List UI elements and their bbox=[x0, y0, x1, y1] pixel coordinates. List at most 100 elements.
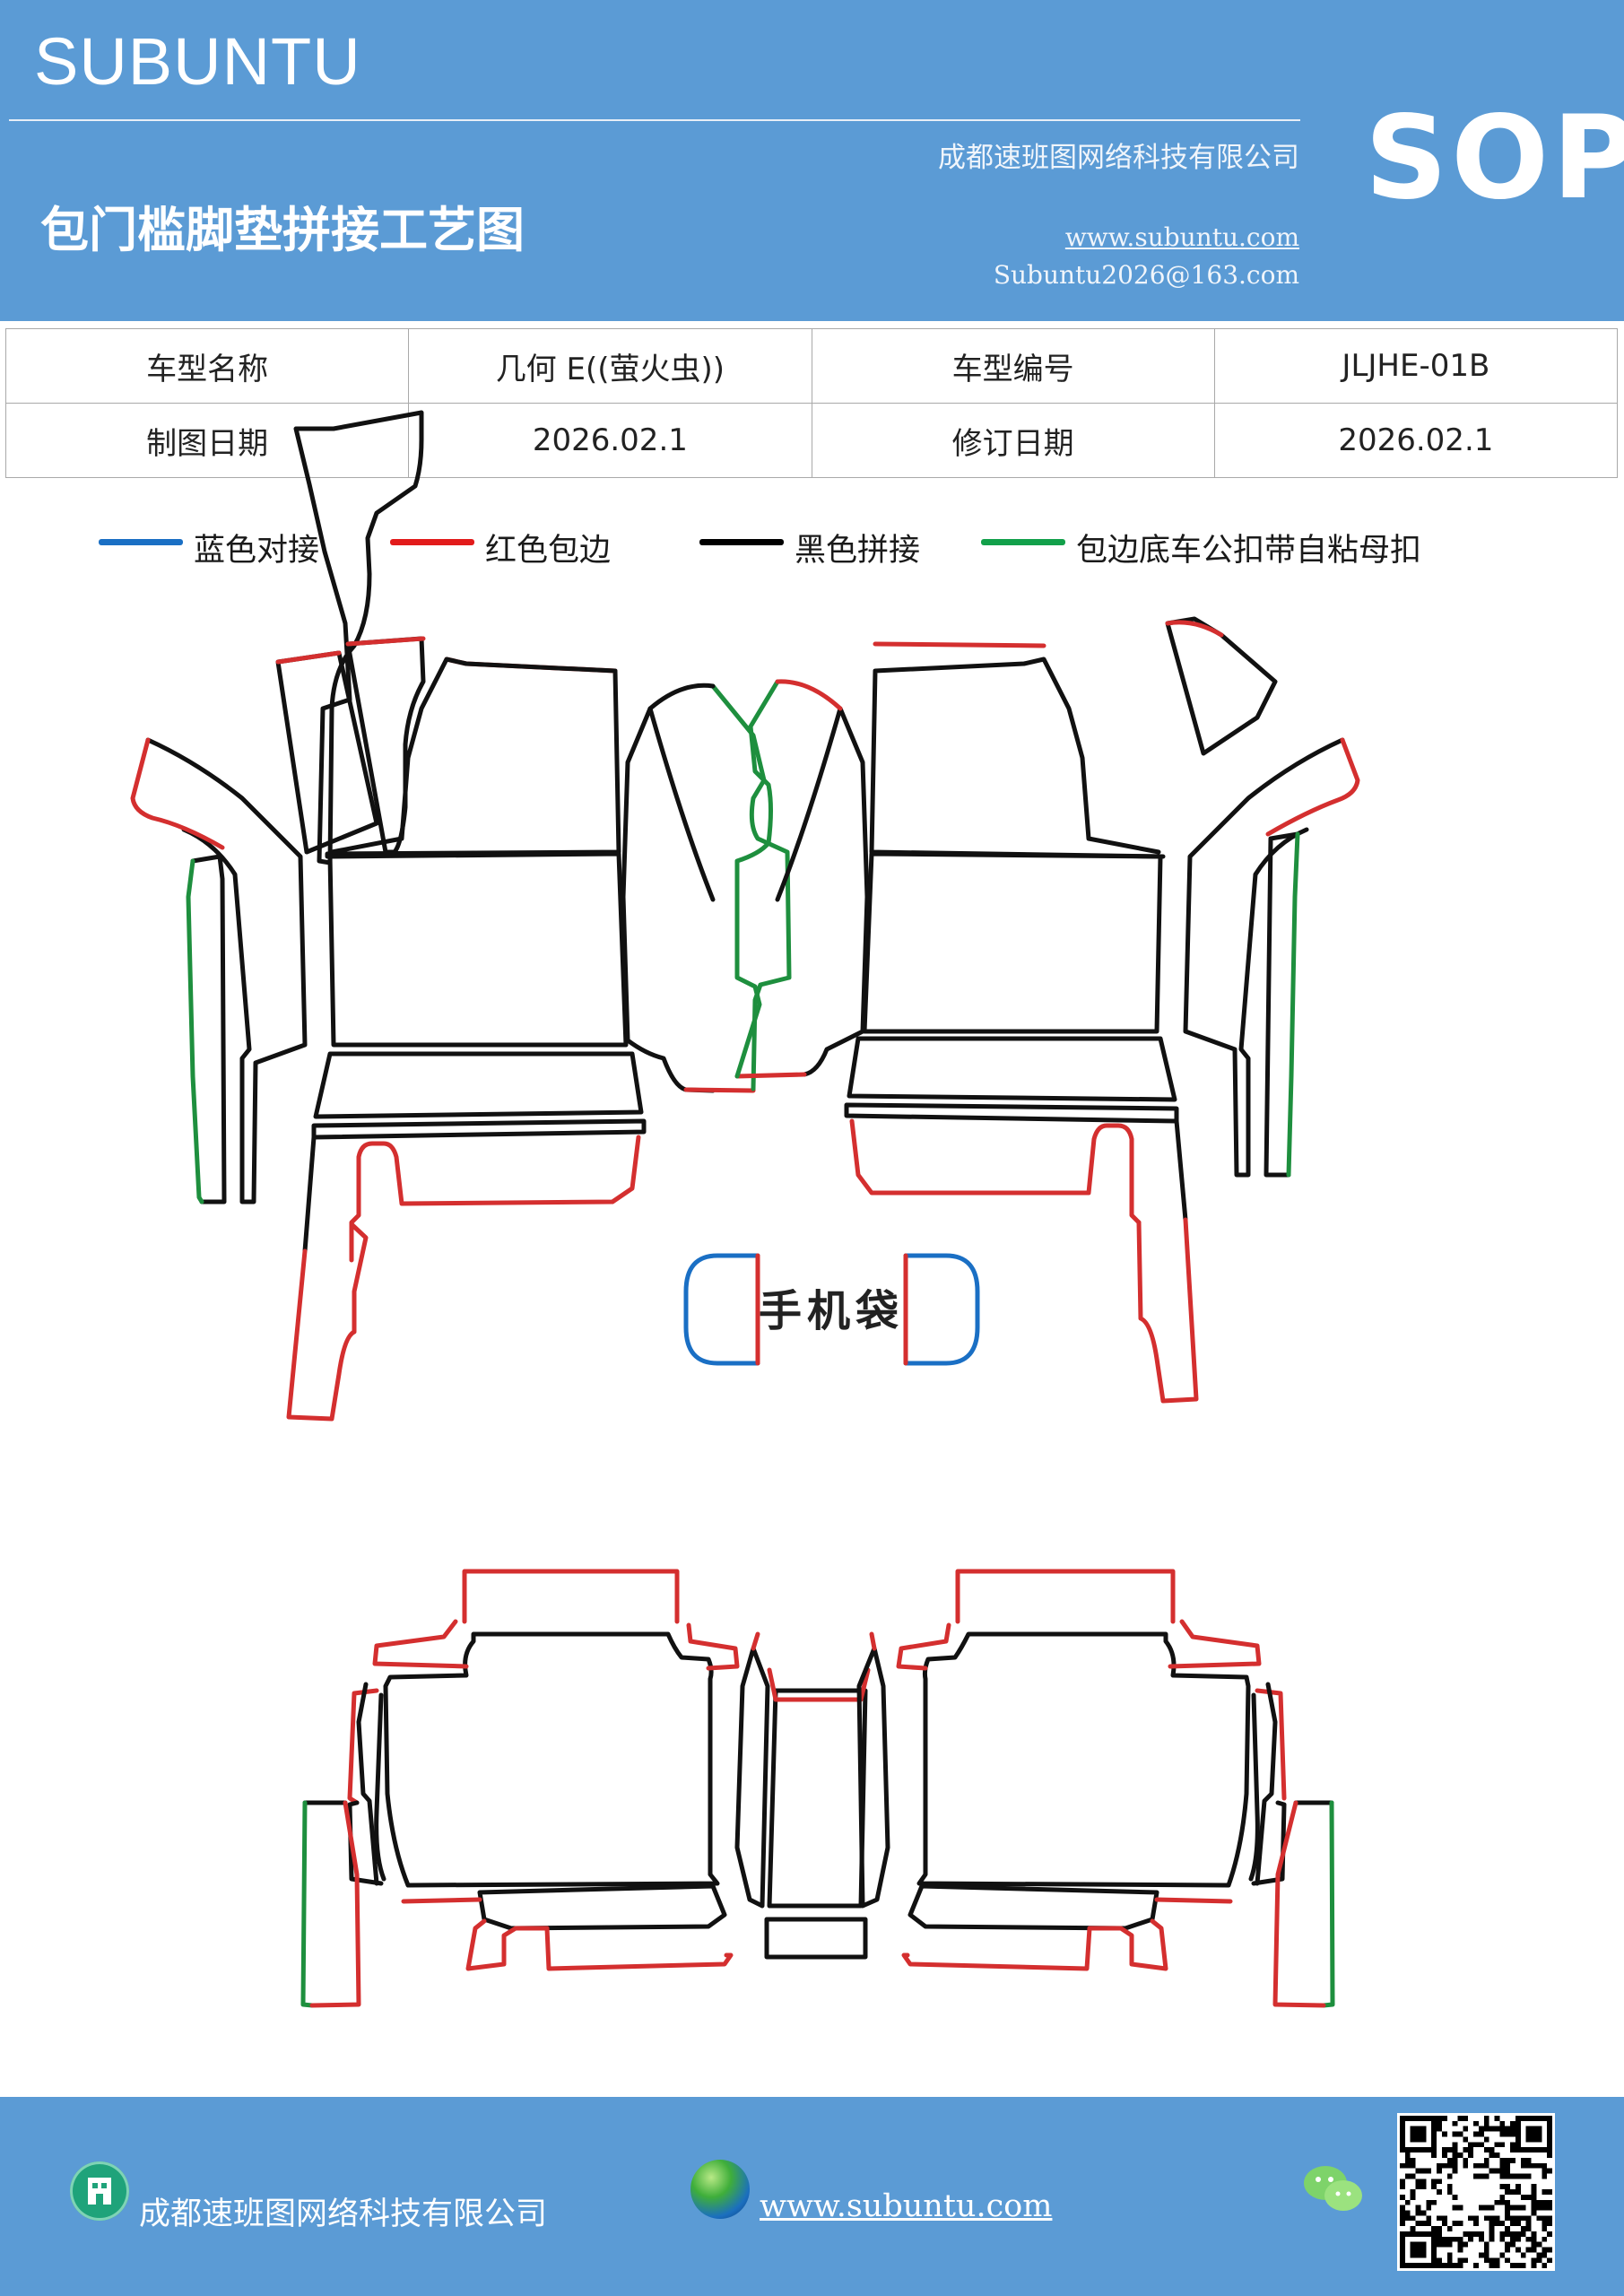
model-code-label: 车型编号 bbox=[811, 328, 1215, 404]
footer-company-name: 成都速班图网络科技有限公司 bbox=[139, 2196, 548, 2232]
rear-right-top-red bbox=[955, 1569, 1176, 1624]
rear-center-upper-left-red bbox=[751, 1631, 760, 1651]
front-right-main-body bbox=[869, 657, 1166, 859]
front-left-main-mat bbox=[293, 410, 424, 865]
front-right-mats bbox=[734, 616, 1360, 1404]
rear-far-left-strip-green bbox=[300, 1800, 315, 2008]
rear-left-shoulder-red bbox=[372, 1619, 740, 1671]
table-row: 制图日期 2026.02.1 修订日期 2026.02.1 bbox=[4, 403, 1619, 478]
rear-center-upper-right-red bbox=[869, 1631, 877, 1651]
black-line-swatch bbox=[699, 539, 784, 545]
rear-center-bottom bbox=[764, 1917, 868, 1960]
document-title: 包门槛脚垫拼接工艺图 bbox=[40, 202, 525, 258]
rear-far-right-strip-green bbox=[1321, 1800, 1335, 2008]
rear-left-bottom-strip-1 bbox=[477, 1883, 727, 1931]
front-left-lower-red bbox=[349, 1135, 641, 1263]
front-right-body-inner bbox=[862, 851, 1163, 1034]
front-left-right-piece bbox=[621, 706, 716, 1093]
front-right-right-piece bbox=[775, 706, 870, 1077]
model-name-label: 车型名称 bbox=[4, 328, 410, 404]
red-line-swatch bbox=[390, 539, 474, 545]
front-left-side-red bbox=[130, 737, 225, 850]
front-right-footrest-side bbox=[1174, 1118, 1188, 1222]
model-code-value: JLJHE-01B bbox=[1213, 328, 1619, 404]
phone-pocket-right bbox=[903, 1253, 980, 1366]
rear-center-upper-right-strip bbox=[856, 1646, 890, 1909]
phone-pocket-left bbox=[683, 1253, 760, 1366]
revision-date-label: 修订日期 bbox=[811, 403, 1215, 478]
rear-center-main bbox=[767, 1688, 868, 1909]
front-left-footrest-side-red bbox=[286, 1222, 369, 1422]
front-left-footrest-side bbox=[302, 1135, 317, 1254]
rear-left-main-mat bbox=[383, 1631, 720, 1888]
color-legend: 蓝色对接 红色包边 黑色拼接 包边底车公扣带自粘母扣 bbox=[0, 525, 1624, 578]
header-banner: SUBUNTU 成都速班图网络科技有限公司 包门槛脚垫拼接工艺图 www.sub… bbox=[0, 0, 1624, 321]
front-right-side-red bbox=[1265, 737, 1360, 837]
front-right-lower-red bbox=[849, 1118, 1142, 1225]
legend-label: 红色包边 bbox=[485, 533, 612, 569]
rear-far-left-strip-red bbox=[309, 1800, 361, 2008]
globe-icon bbox=[690, 2160, 750, 2219]
sop-label: SOP bbox=[1365, 91, 1624, 225]
brand-name: SUBUNTU bbox=[34, 24, 361, 99]
rear-right-side-strip bbox=[1251, 1682, 1287, 1886]
website-link[interactable]: www.subuntu.com bbox=[1064, 222, 1299, 252]
front-right-long-strip bbox=[1264, 831, 1300, 1178]
rear-left-bottom-red bbox=[401, 1897, 734, 1971]
rear-center-upper-left-strip bbox=[734, 1646, 770, 1909]
front-right-footrest bbox=[844, 1102, 1179, 1124]
rear-center-top-red bbox=[767, 1667, 871, 1702]
table-row: 车型名称 几何 E((萤火虫)) 车型编号 JLJHE-01B bbox=[4, 328, 1619, 404]
front-right-right-piece-green bbox=[734, 679, 780, 1079]
front-left-strip-1-red bbox=[275, 650, 342, 665]
front-right-corner-red bbox=[1165, 620, 1224, 638]
header-divider bbox=[9, 119, 1300, 121]
front-right-corner-piece bbox=[1165, 616, 1278, 756]
front-right-right-piece-red bbox=[734, 1072, 807, 1079]
front-left-long-strip-green bbox=[186, 858, 204, 1205]
legend-label: 蓝色对接 bbox=[194, 533, 320, 569]
rear-right-side-red bbox=[1255, 1688, 1287, 1801]
front-right-long-strip-green bbox=[1286, 831, 1300, 1178]
rear-left-inner bbox=[374, 1692, 386, 1882]
front-left-right-piece-green bbox=[710, 683, 792, 1091]
front-left-body-inner bbox=[327, 851, 629, 1048]
revision-date-value: 2026.02.1 bbox=[1213, 403, 1619, 478]
front-left-strip-1 bbox=[275, 650, 379, 855]
rear-right-inner bbox=[1248, 1692, 1260, 1882]
front-left-bottom-bar bbox=[313, 1051, 644, 1119]
green-line-swatch bbox=[981, 539, 1065, 545]
blue-line-swatch bbox=[99, 539, 183, 545]
front-left-right-piece-top bbox=[647, 683, 716, 711]
rear-right-bottom-shape-red bbox=[1087, 1918, 1168, 1971]
rear-right-bottom-red bbox=[901, 1897, 1233, 1971]
drawing-date-label: 制图日期 bbox=[4, 403, 410, 478]
rear-left-top-red bbox=[462, 1569, 680, 1624]
phone-pocket-label: 手机袋 bbox=[759, 1286, 904, 1336]
front-left-side-piece bbox=[145, 737, 308, 1205]
wechat-icon[interactable] bbox=[1302, 2161, 1365, 2217]
company-name: 成都速班图网络科技有限公司 bbox=[938, 142, 1299, 174]
front-left-mats bbox=[130, 410, 792, 1422]
qr-code[interactable] bbox=[1397, 2113, 1555, 2271]
email-address[interactable]: Subuntu2026@163.com bbox=[993, 260, 1299, 290]
footer-website-link[interactable]: www.subuntu.com bbox=[760, 2188, 1053, 2224]
front-left-long-strip bbox=[190, 854, 227, 1205]
building-icon bbox=[70, 2161, 129, 2221]
rear-right-shoulder-red bbox=[896, 1619, 1262, 1671]
front-left-footrest bbox=[311, 1118, 647, 1140]
rear-far-right-strip-red bbox=[1272, 1800, 1326, 2008]
legend-label: 包边底车公扣带自粘母扣 bbox=[1076, 533, 1422, 569]
front-right-right-piece-top bbox=[775, 679, 843, 711]
rear-right-main-mat bbox=[916, 1631, 1251, 1888]
model-name-value: 几何 E((萤火虫)) bbox=[408, 328, 812, 404]
front-left-strip-2-red bbox=[345, 636, 426, 647]
rear-left-bottom-shape-red bbox=[465, 1918, 550, 1971]
front-right-side-piece bbox=[1183, 737, 1345, 1178]
rear-right-bottom-strip-1 bbox=[908, 1883, 1159, 1931]
footer-banner: 成都速班图网络科技有限公司 www.subuntu.com bbox=[0, 2097, 1624, 2296]
phone-pocket bbox=[683, 1253, 980, 1366]
front-right-footrest-side-red bbox=[1136, 1217, 1199, 1404]
front-right-bottom-bar bbox=[847, 1036, 1177, 1102]
